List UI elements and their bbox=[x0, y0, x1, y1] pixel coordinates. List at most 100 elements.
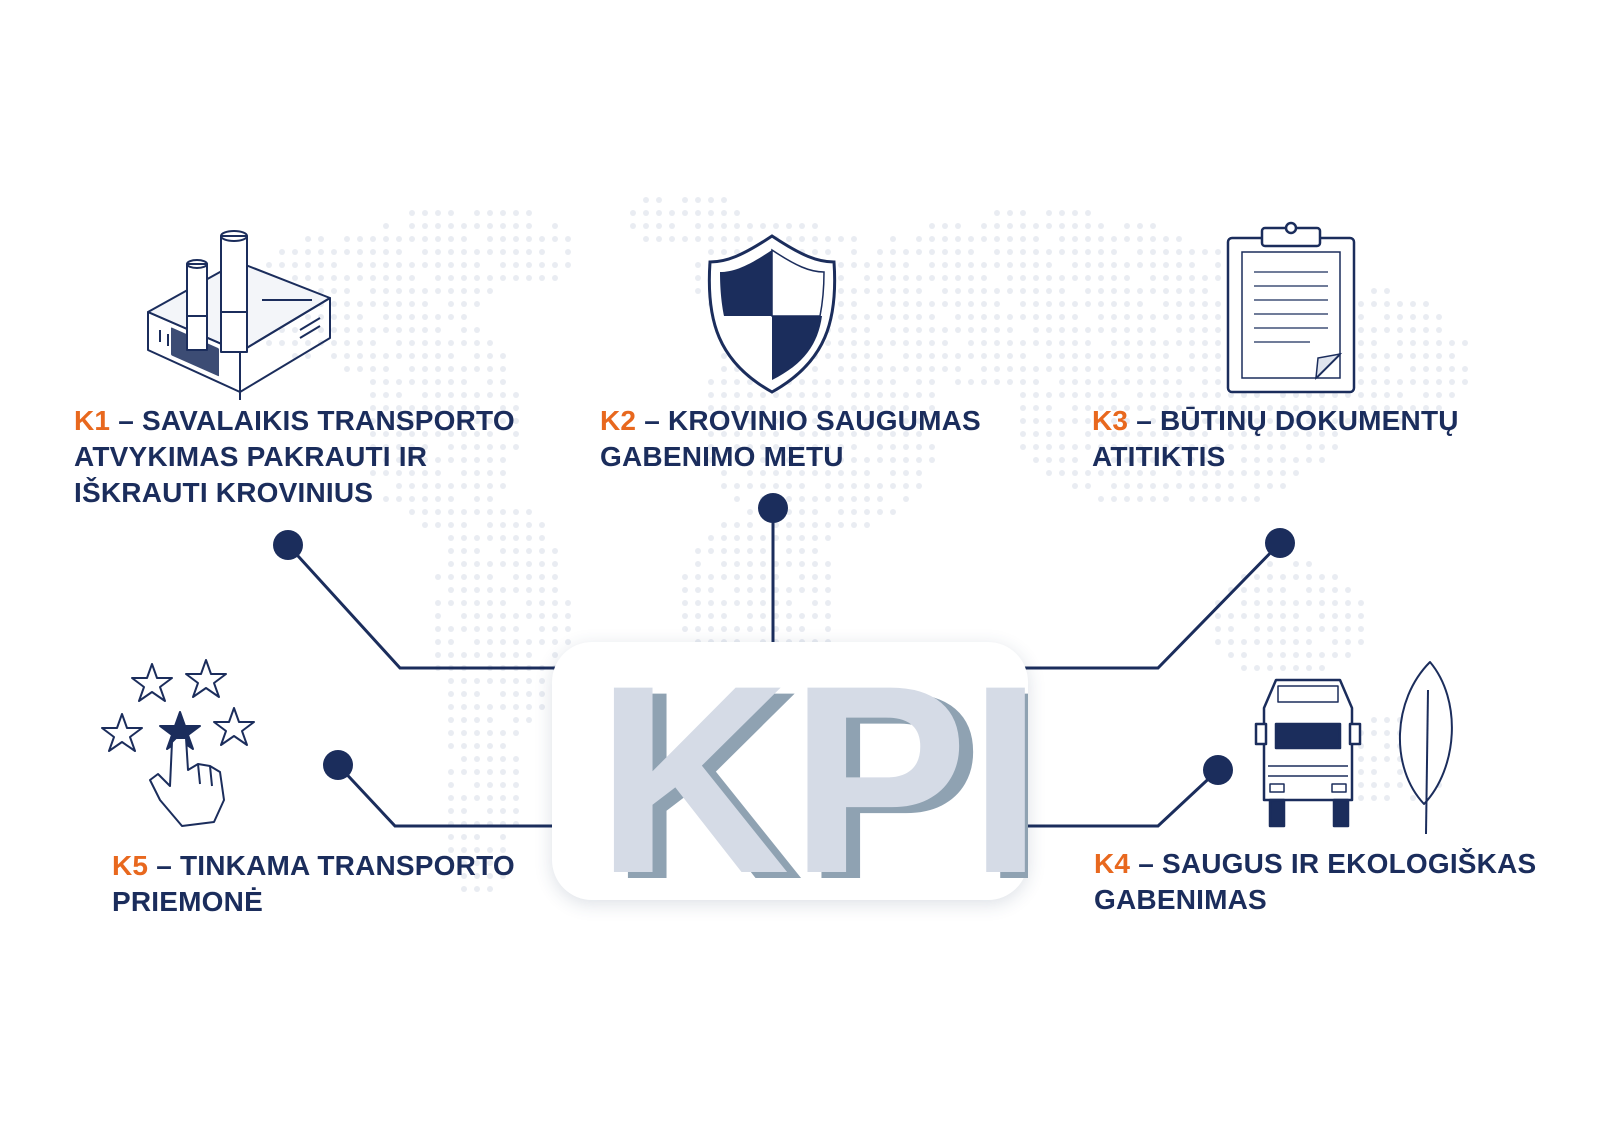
map-dot bbox=[1345, 639, 1351, 645]
map-dot bbox=[929, 223, 935, 229]
shield-icon bbox=[707, 234, 837, 394]
map-dot bbox=[1189, 366, 1195, 372]
connector-k1 bbox=[286, 543, 560, 670]
map-dot bbox=[513, 639, 519, 645]
map-dot bbox=[1332, 392, 1338, 398]
map-dot bbox=[474, 366, 480, 372]
map-dot bbox=[331, 314, 337, 320]
map-dot bbox=[500, 769, 506, 775]
map-dot bbox=[760, 470, 766, 476]
map-dot bbox=[448, 678, 454, 684]
map-dot bbox=[1098, 314, 1104, 320]
map-dot bbox=[1358, 769, 1364, 775]
map-dot bbox=[1358, 639, 1364, 645]
map-dot bbox=[1124, 444, 1130, 450]
map-dot bbox=[1072, 249, 1078, 255]
map-dot bbox=[331, 340, 337, 346]
map-dot bbox=[461, 600, 467, 606]
map-dot bbox=[825, 405, 831, 411]
kpi-text-line: – BŪTINŲ DOKUMENTŲ bbox=[1136, 405, 1459, 436]
map-dot bbox=[1215, 366, 1221, 372]
map-dot bbox=[916, 418, 922, 424]
map-dot bbox=[1306, 587, 1312, 593]
map-dot bbox=[1150, 353, 1156, 359]
map-dot bbox=[435, 379, 441, 385]
map-dot bbox=[890, 418, 896, 424]
map-dot bbox=[890, 262, 896, 268]
map-dot bbox=[929, 262, 935, 268]
map-dot bbox=[487, 223, 493, 229]
map-dot bbox=[1189, 275, 1195, 281]
map-dot bbox=[435, 392, 441, 398]
map-dot bbox=[1124, 236, 1130, 242]
map-dot bbox=[500, 834, 506, 840]
map-dot bbox=[500, 275, 506, 281]
map-dot bbox=[1241, 600, 1247, 606]
map-dot bbox=[474, 340, 480, 346]
map-dot bbox=[474, 444, 480, 450]
kpi-text-line: IŠKRAUTI KROVINIUS bbox=[74, 477, 374, 508]
map-dot bbox=[695, 236, 701, 242]
map-dot bbox=[851, 301, 857, 307]
map-dot bbox=[1046, 249, 1052, 255]
map-dot bbox=[1189, 418, 1195, 424]
map-dot bbox=[344, 366, 350, 372]
map-dot bbox=[955, 249, 961, 255]
map-dot bbox=[292, 262, 298, 268]
map-dot bbox=[1228, 418, 1234, 424]
map-dot bbox=[1267, 470, 1273, 476]
map-dot bbox=[1176, 275, 1182, 281]
map-dot bbox=[1358, 418, 1364, 424]
map-dot bbox=[1007, 249, 1013, 255]
map-dot bbox=[890, 392, 896, 398]
map-dot bbox=[1098, 366, 1104, 372]
map-dot bbox=[474, 405, 480, 411]
map-dot bbox=[929, 405, 935, 411]
map-dot bbox=[448, 249, 454, 255]
map-dot bbox=[1150, 262, 1156, 268]
map-dot bbox=[487, 457, 493, 463]
map-dot bbox=[825, 483, 831, 489]
map-dot bbox=[721, 249, 727, 255]
map-dot bbox=[1111, 405, 1117, 411]
map-dot bbox=[1059, 379, 1065, 385]
map-dot bbox=[1176, 327, 1182, 333]
map-dot bbox=[487, 561, 493, 567]
map-dot bbox=[513, 808, 519, 814]
map-dot bbox=[812, 418, 818, 424]
map-dot bbox=[1085, 223, 1091, 229]
map-dot bbox=[292, 340, 298, 346]
map-dot bbox=[916, 457, 922, 463]
map-dot bbox=[851, 392, 857, 398]
map-dot bbox=[474, 860, 480, 866]
map-dot bbox=[1319, 405, 1325, 411]
map-dot bbox=[461, 431, 467, 437]
map-dot bbox=[864, 483, 870, 489]
map-dot bbox=[1007, 275, 1013, 281]
map-dot bbox=[461, 535, 467, 541]
map-dot bbox=[435, 210, 441, 216]
map-dot bbox=[1085, 418, 1091, 424]
map-dot bbox=[370, 236, 376, 242]
map-dot bbox=[422, 509, 428, 515]
map-dot bbox=[318, 327, 324, 333]
map-dot bbox=[890, 236, 896, 242]
map-dot bbox=[448, 626, 454, 632]
map-dot bbox=[435, 340, 441, 346]
map-dot bbox=[825, 431, 831, 437]
map-dot bbox=[487, 652, 493, 658]
map-dot bbox=[916, 366, 922, 372]
map-dot bbox=[1176, 418, 1182, 424]
map-dot bbox=[877, 301, 883, 307]
map-dot bbox=[942, 301, 948, 307]
map-dot bbox=[708, 587, 714, 593]
map-dot bbox=[721, 574, 727, 580]
map-dot bbox=[1319, 613, 1325, 619]
map-dot bbox=[461, 509, 467, 515]
map-dot bbox=[1046, 457, 1052, 463]
map-dot bbox=[1072, 301, 1078, 307]
map-dot bbox=[1449, 353, 1455, 359]
map-dot bbox=[695, 574, 701, 580]
map-dot bbox=[1124, 262, 1130, 268]
map-dot bbox=[669, 223, 675, 229]
